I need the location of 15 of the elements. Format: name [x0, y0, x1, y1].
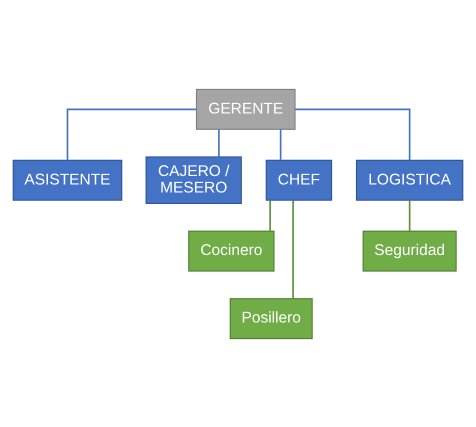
node-box: Cocinero	[188, 230, 275, 272]
node-box: CAJERO / MESERO	[146, 156, 242, 204]
connector	[66, 108, 196, 160]
node-box: GERENTE	[196, 88, 296, 130]
node-box: Posillero	[230, 298, 313, 339]
node-box: CHEF	[266, 159, 332, 200]
node-box: Seguridad	[362, 230, 457, 272]
connector	[295, 108, 410, 160]
node-box: LOGISTICA	[356, 159, 464, 200]
connector	[269, 200, 271, 230]
connector	[280, 128, 282, 160]
connector	[408, 200, 410, 230]
connector	[218, 128, 220, 156]
node-box: ASISTENTE	[12, 159, 122, 200]
connector	[292, 200, 294, 298]
